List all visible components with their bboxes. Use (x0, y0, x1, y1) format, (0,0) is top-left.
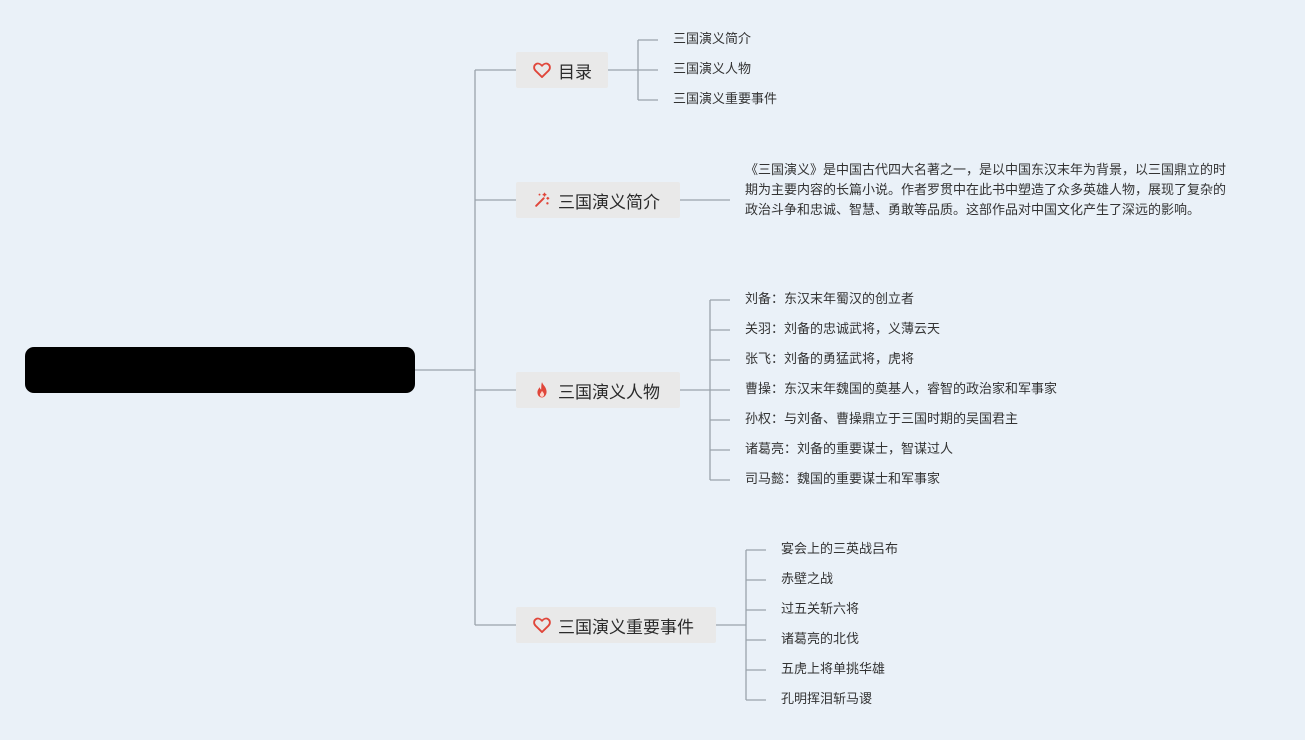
event-item[interactable]: 孔明挥泪斩马谡 (781, 692, 873, 707)
branch-characters[interactable]: 三国演义人物 (516, 372, 680, 408)
character-item[interactable]: 司马懿：魏国的重要谋士和军事家 (745, 472, 941, 487)
heart-icon (532, 615, 552, 635)
toc-item[interactable]: 三国演义人物 (673, 62, 752, 77)
character-item[interactable]: 关羽：刘备的忠诚武将，义薄云天 (745, 322, 941, 337)
toc-item[interactable]: 三国演义简介 (673, 32, 752, 47)
branch-label: 三国演义重要事件 (558, 617, 694, 638)
branch-events[interactable]: 三国演义重要事件 (516, 607, 716, 643)
branch-label: 目录 (558, 62, 592, 83)
character-item[interactable]: 孙权：与刘备、曹操鼎立于三国时期的吴国君主 (745, 412, 1019, 427)
event-item[interactable]: 过五关斩六将 (781, 602, 860, 617)
character-item[interactable]: 曹操：东汉末年魏国的奠基人，睿智的政治家和军事家 (745, 382, 1058, 397)
intro-paragraph[interactable]: 《三国演义》是中国古代四大名著之一，是以中国东汉末年为背景，以三国鼎立的时期为主… (745, 163, 1227, 218)
branch-label: 三国演义简介 (558, 192, 660, 213)
fire-icon (532, 380, 552, 400)
event-item[interactable]: 宴会上的三英战吕布 (781, 542, 899, 557)
event-item[interactable]: 五虎上将单挑华雄 (781, 662, 886, 677)
branch-toc[interactable]: 目录 (516, 52, 608, 88)
character-item[interactable]: 张飞：刘备的勇猛武将，虎将 (745, 352, 915, 367)
heart-icon (532, 60, 552, 80)
branch-intro[interactable]: 三国演义简介 (516, 182, 680, 218)
event-item[interactable]: 诸葛亮的北伐 (781, 632, 860, 647)
character-item[interactable]: 刘备：东汉末年蜀汉的创立者 (745, 292, 915, 307)
magic-wand-icon (532, 190, 552, 210)
character-item[interactable]: 诸葛亮：刘备的重要谋士，智谋过人 (745, 442, 954, 457)
root-node[interactable] (25, 347, 415, 393)
toc-item[interactable]: 三国演义重要事件 (673, 92, 778, 107)
branch-label: 三国演义人物 (558, 382, 660, 403)
event-item[interactable]: 赤壁之战 (781, 572, 834, 587)
